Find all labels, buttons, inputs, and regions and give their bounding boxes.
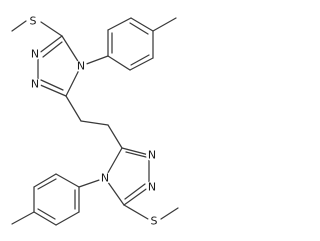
lower-triazole-ring [104,147,150,206]
upper-methylthio-group [11,20,63,37]
atom-label-n4-lower: N [99,172,111,185]
nitrogen-atom-label: N [31,48,39,61]
lower-tolyl-group [11,173,106,226]
lower-methylthio-group [123,204,179,220]
nitrogen-atom-label: N [77,60,85,73]
chemical-structure-diagram: S N N N N N N S [11,15,179,228]
upper-triazole-ring [37,35,82,97]
sulfur-atom-label: S [30,15,37,28]
ethylene-linker [65,95,123,149]
atom-label-n2-upper: N [29,78,41,91]
atom-label-n1-lower: N [146,181,158,194]
nitrogen-atom-label: N [148,149,156,162]
upper-tolyl-group [80,17,177,71]
atom-label-n4-upper: N [75,60,87,73]
atom-label-n1-upper: N [29,48,41,61]
sulfur-atom-label: S [151,215,158,228]
nitrogen-atom-label: N [31,78,39,91]
atom-label-s-lower: S [148,215,160,228]
nitrogen-atom-label: N [148,181,156,194]
atom-label-n2-lower: N [146,149,158,162]
atom-label-s-upper: S [27,15,39,28]
nitrogen-atom-label: N [101,172,109,185]
